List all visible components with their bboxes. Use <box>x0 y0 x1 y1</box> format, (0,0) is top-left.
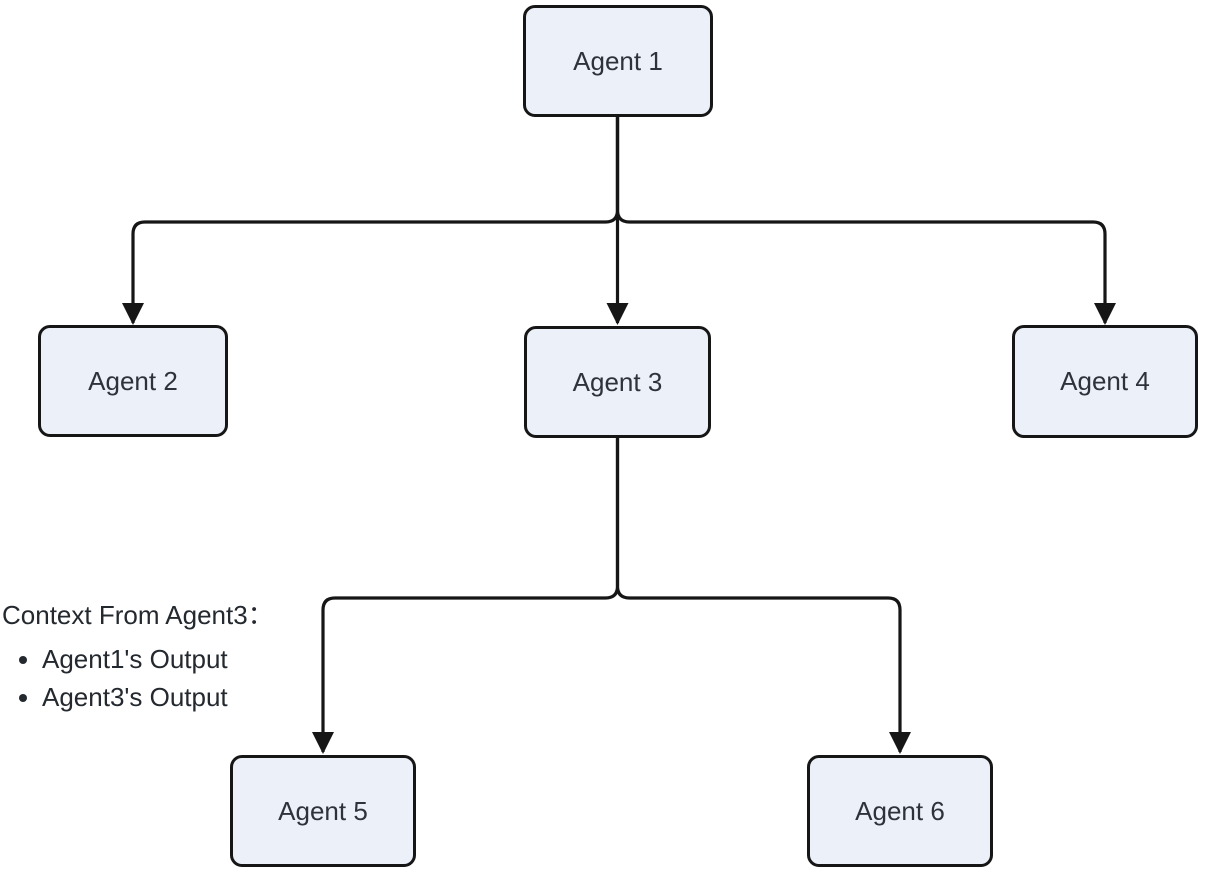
node-agent2: Agent 2 <box>38 325 228 437</box>
node-agent1-label: Agent 1 <box>573 45 663 76</box>
edge-agent1-agent4 <box>615 117 1116 325</box>
node-agent6-label: Agent 6 <box>855 795 945 826</box>
context-annotation: Context From Agent3： Agent1's Output Age… <box>2 599 274 716</box>
edge-agent3-agent5 <box>312 438 620 754</box>
edge-agent3-agent6 <box>615 438 911 754</box>
edge-agent1-agent2 <box>122 117 620 325</box>
node-agent3-label: Agent 3 <box>572 366 663 397</box>
context-annotation-item: Agent3's Output <box>42 678 274 716</box>
node-agent2-label: Agent 2 <box>88 365 178 396</box>
node-agent5: Agent 5 <box>230 755 416 867</box>
context-annotation-list: Agent1's Output Agent3's Output <box>2 640 274 716</box>
node-agent4-label: Agent 4 <box>1060 366 1150 396</box>
context-annotation-item: Agent1's Output <box>42 640 274 678</box>
node-agent4: Agent 4 <box>1012 325 1198 438</box>
context-annotation-title: Context From Agent3： <box>2 600 274 630</box>
node-agent5-label: Agent 5 <box>278 795 368 826</box>
node-agent1: Agent 1 <box>523 5 713 117</box>
node-agent3: Agent 3 <box>524 326 711 438</box>
node-agent6: Agent 6 <box>807 755 993 867</box>
